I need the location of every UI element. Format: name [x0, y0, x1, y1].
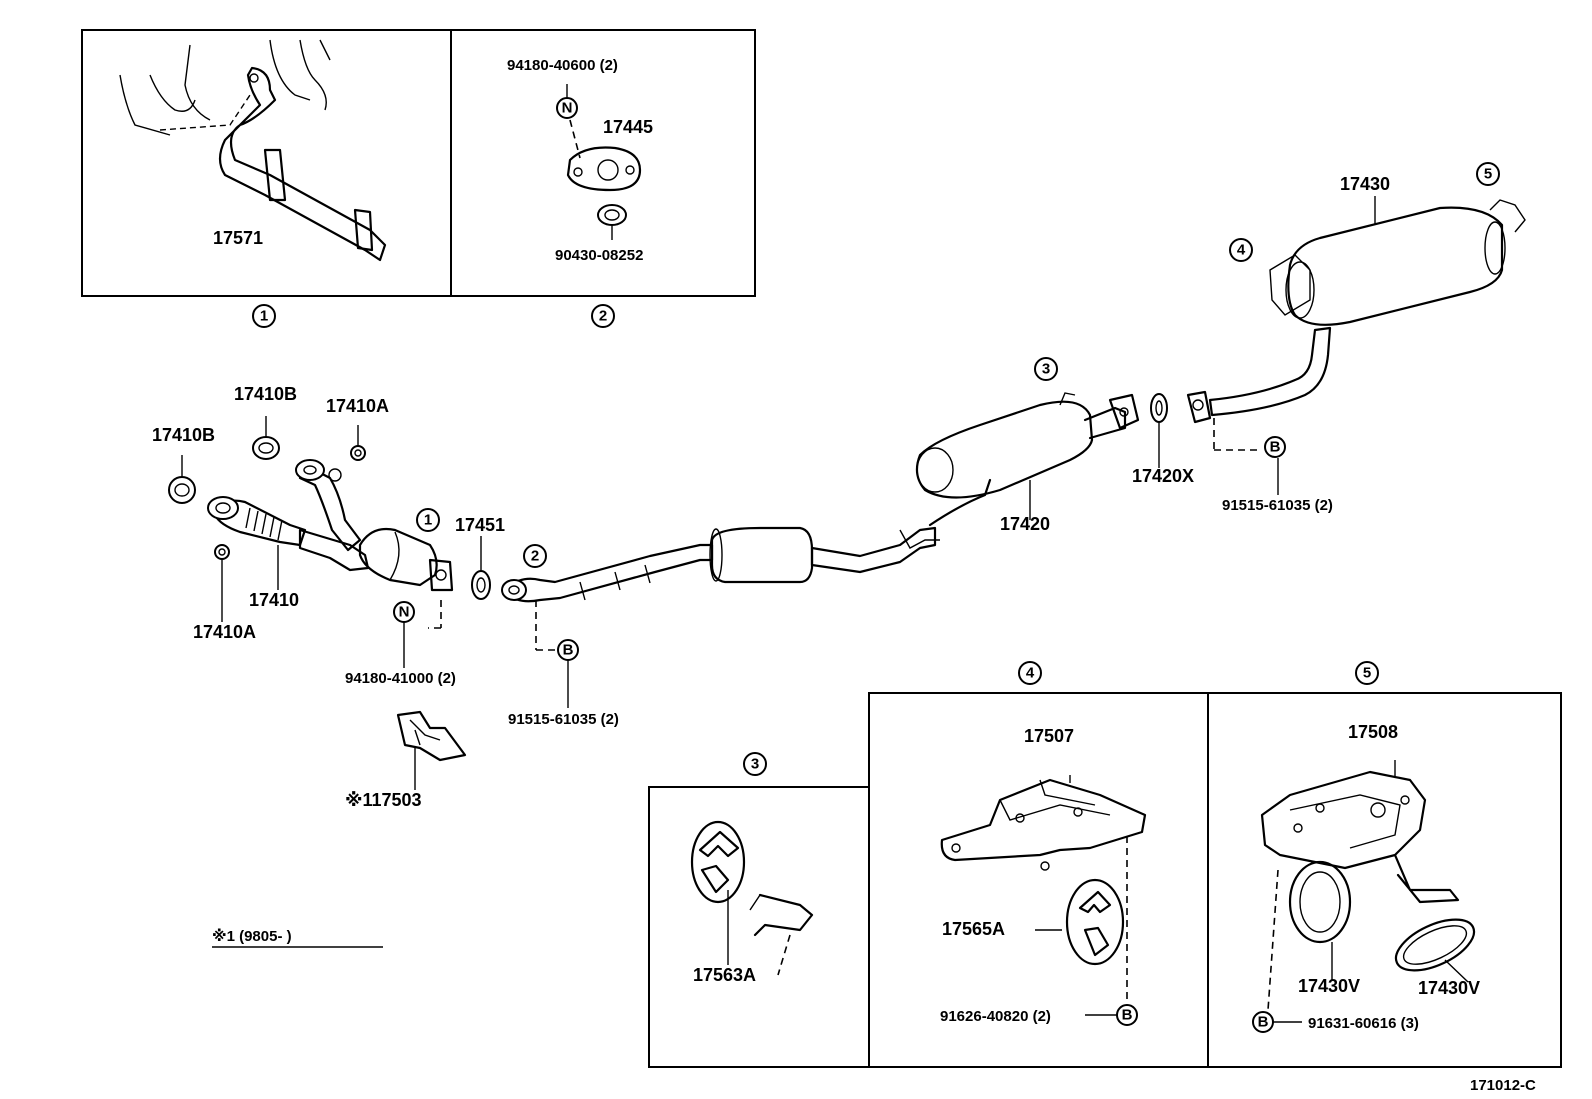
gasket-17430V-b: [1394, 918, 1476, 983]
label-17508: 17508: [1348, 722, 1398, 742]
center-pipe: [501, 526, 940, 603]
callout-number: B: [1258, 1014, 1269, 1031]
marker-b-box5: B: [1252, 1011, 1302, 1033]
nut-17410A-top: [350, 425, 366, 461]
marker-b-tail: B: [1264, 436, 1286, 458]
callout-number: B: [1122, 1007, 1133, 1024]
detail-ref-4-box-header: 4: [1018, 661, 1042, 685]
gasket-17445: [566, 146, 642, 192]
label-17563A: 17563A: [693, 965, 756, 985]
callout-number: 4: [1237, 242, 1246, 259]
detail-ref-1-on-pipe: 1: [416, 508, 440, 532]
callout-number: 4: [1026, 665, 1035, 682]
detail-ref-2-on-pipe: 2: [523, 544, 547, 568]
front-exhaust-pipe-17410: [207, 459, 454, 592]
muffler-17420: [915, 392, 1140, 527]
label-17410B-left: 17410B: [152, 425, 215, 445]
label-17430: 17430: [1340, 174, 1390, 194]
label-17565A: 17565A: [942, 919, 1005, 939]
label-17430V-b: 17430V: [1418, 978, 1480, 998]
callout-number: 2: [599, 308, 607, 325]
marker-b-center: B: [557, 639, 579, 708]
bracket-17507: [940, 775, 1147, 1002]
label-17420: 17420: [1000, 514, 1050, 534]
bracket-17508: [1260, 760, 1460, 1011]
hanger-rubber-17563A: [690, 820, 814, 976]
label-91626-40820: 91626-40820 (2): [940, 1008, 1051, 1025]
hanger-rubber-17565A: [1035, 878, 1125, 966]
callout-number: 2: [531, 548, 539, 565]
bracket-17571: [218, 66, 387, 262]
callout-number: 1: [260, 308, 268, 325]
gasket-17430V-a: [1288, 860, 1352, 980]
nut-17410A-bottom: [214, 544, 230, 622]
label-91631-60616: 91631-60616 (3): [1308, 1015, 1419, 1032]
label-94180-41000: 94180-41000 (2): [345, 670, 456, 687]
label-91515-61035-tail: 91515-61035 (2): [1222, 497, 1333, 514]
marker-n-front-pipe: N: [393, 601, 415, 668]
gasket-17420X: [1150, 393, 1168, 468]
callout-number: N: [562, 100, 573, 117]
detail-ref-3-box-header: 3: [743, 752, 767, 776]
detail-ref-5-box-header: 5: [1355, 661, 1379, 685]
detail-box-1-2: [81, 29, 756, 297]
label-94180-40600: 94180-40600 (2): [507, 57, 618, 74]
label-90430-08252: 90430-08252: [555, 247, 643, 264]
label-17430V-a: 17430V: [1298, 976, 1360, 996]
label-17410A-top: 17410A: [326, 396, 389, 416]
gasket-17451: [471, 536, 491, 600]
gasket-17410B-left: [168, 455, 196, 504]
callout-number: 5: [1484, 166, 1492, 183]
detail-ref-3-on-muffler: 3: [1034, 357, 1058, 381]
detail-ref-5-on-muffler: 5: [1476, 162, 1500, 186]
detail-ref-1-under-box: 1: [252, 304, 276, 328]
callout-number: B: [1270, 439, 1281, 456]
footnote: ※1 (9805- ): [212, 927, 292, 945]
detail-box-3-4-5: [648, 692, 1562, 1068]
heat-insulator-117503: [396, 710, 467, 790]
callout-number: 3: [751, 756, 759, 773]
label-17410: 17410: [249, 590, 299, 610]
label-17410A-bottom: 17410A: [193, 622, 256, 642]
callout-number: B: [563, 642, 574, 659]
label-17445: 17445: [603, 117, 653, 137]
callout-number: 1: [424, 512, 432, 529]
marker-b-box4: B: [1085, 1004, 1138, 1026]
label-17571: 17571: [213, 228, 263, 248]
label-17507: 17507: [1024, 726, 1074, 746]
label-17420X: 17420X: [1132, 466, 1194, 486]
label-17451: 17451: [455, 515, 505, 535]
tail-muffler-17430: [1186, 196, 1526, 424]
callout-number: 3: [1042, 361, 1050, 378]
gasket-17410B-top: [252, 416, 280, 460]
marker-n-box2: N: [556, 84, 578, 119]
nut-90430-08252: [597, 204, 627, 240]
label-17410B-top: 17410B: [234, 384, 297, 404]
detail-ref-2-under-box: 2: [591, 304, 615, 328]
engine-block-sketch: [119, 39, 331, 136]
callout-number: 5: [1363, 665, 1371, 682]
detail-ref-4-on-muffler: 4: [1229, 238, 1253, 262]
label-91515-61035-center: 91515-61035 (2): [508, 711, 619, 728]
diagram-id: 171012-C: [1470, 1077, 1536, 1094]
label-117503: ※117503: [345, 790, 422, 810]
callout-number: N: [399, 604, 410, 621]
